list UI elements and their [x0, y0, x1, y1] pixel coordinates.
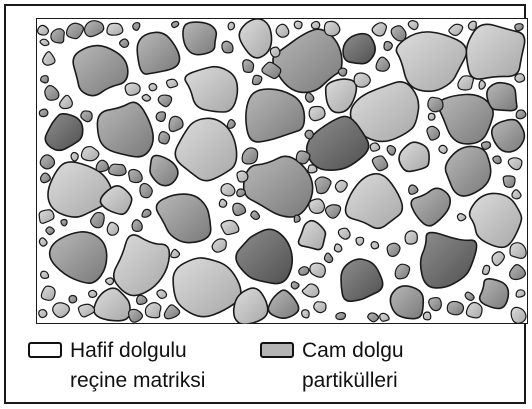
small-filler-particle-128: [228, 22, 234, 30]
small-filler-particle-139: [252, 75, 261, 84]
small-filler-particle-157: [479, 80, 485, 89]
small-filler-particle-171: [41, 173, 51, 183]
large-filler-particle-40: [390, 286, 423, 319]
legend-item-resin-matrix: Hafif dolgulu reçine matriksi: [28, 336, 205, 396]
small-filler-particle-125: [356, 237, 364, 245]
small-filler-particle-80: [503, 176, 515, 187]
small-filler-particle-145: [41, 76, 49, 83]
small-filler-particle-158: [302, 310, 310, 318]
small-filler-particle-179: [71, 152, 78, 161]
small-filler-particle-63: [145, 303, 160, 318]
small-filler-particle-53: [221, 220, 239, 234]
small-filler-particle-82: [309, 199, 325, 214]
legend-label-filler: Cam dolgu partikülleri: [302, 336, 404, 396]
small-filler-particle-62: [510, 243, 526, 259]
small-filler-particle-109: [96, 160, 108, 171]
small-filler-particle-141: [133, 23, 140, 31]
small-filler-particle-159: [493, 156, 501, 164]
small-filler-particle-133: [46, 227, 54, 235]
small-filler-particle-51: [243, 60, 254, 73]
legend-label-filler-line2: partikülleri: [302, 366, 404, 396]
small-filler-particle-176: [515, 24, 523, 31]
small-filler-particle-98: [324, 21, 339, 36]
small-filler-particle-56: [405, 231, 417, 244]
small-filler-particle-167: [89, 290, 97, 297]
small-filler-particle-175: [227, 120, 235, 129]
small-filler-particle-118: [334, 244, 341, 252]
small-filler-particle-164: [308, 165, 317, 173]
legend-item-glass-filler: Cam dolgu partikülleri: [260, 336, 404, 396]
small-filler-particle-155: [516, 290, 525, 297]
large-filler-particle-21: [466, 24, 524, 79]
small-filler-particle-121: [336, 313, 346, 320]
legend-swatch-matrix: [28, 342, 62, 358]
small-filler-particle-106: [159, 132, 170, 144]
small-filler-particle-148: [39, 310, 47, 318]
small-filler-particle-153: [120, 39, 129, 47]
small-filler-particle-91: [40, 155, 54, 169]
small-filler-particle-154: [515, 74, 525, 83]
small-filler-particle-81: [107, 222, 118, 235]
small-filler-particle-165: [516, 110, 526, 119]
figure-frame: Hafif dolgulu reçine matriksi Cam dolgu …: [4, 4, 526, 404]
small-filler-particle-134: [41, 271, 49, 278]
small-filler-particle-95: [309, 107, 325, 121]
small-filler-particle-114: [69, 296, 77, 303]
small-filler-particle-137: [457, 214, 465, 221]
small-filler-particle-86: [296, 151, 310, 164]
small-filler-particle-151: [61, 219, 67, 225]
legend-swatch-filler: [260, 342, 294, 358]
small-filler-particle-87: [222, 41, 233, 53]
small-filler-particle-140: [142, 209, 151, 217]
small-filler-particle-68: [109, 164, 126, 175]
small-filler-particle-149: [291, 282, 299, 289]
small-filler-particle-147: [409, 185, 418, 194]
small-filler-particle-160: [311, 21, 319, 28]
small-filler-particle-127: [270, 47, 280, 57]
glass-filler-particles: [38, 19, 527, 324]
small-filler-particle-152: [305, 130, 313, 139]
small-filler-particle-130: [167, 79, 178, 87]
large-filler-particle-36: [183, 22, 216, 55]
small-filler-particle-178: [481, 142, 490, 150]
small-filler-particle-77: [428, 97, 443, 111]
small-filler-particle-170: [237, 189, 246, 197]
small-filler-particle-85: [354, 73, 370, 87]
small-filler-particle-103: [237, 171, 248, 182]
small-filler-particle-166: [38, 25, 49, 35]
legend-label-matrix-line2: reçine matriksi: [70, 366, 205, 396]
small-filler-particle-45: [51, 29, 64, 43]
small-filler-particle-173: [428, 113, 435, 120]
small-filler-particle-138: [299, 267, 309, 275]
legend-label-filler-line1: Cam dolgu: [302, 336, 404, 366]
small-filler-particle-48: [314, 302, 326, 313]
large-filler-particle-34: [487, 83, 517, 111]
small-filler-particle-117: [294, 21, 302, 29]
small-filler-particle-129: [371, 242, 378, 249]
small-filler-particle-136: [483, 265, 490, 274]
small-filler-particle-156: [423, 312, 430, 320]
legend-label-matrix: Hafif dolgulu reçine matriksi: [70, 336, 205, 396]
small-filler-particle-115: [384, 41, 392, 50]
small-filler-particle-89: [276, 24, 289, 37]
small-filler-particle-122: [338, 68, 346, 76]
small-filler-particle-142: [294, 215, 300, 222]
small-filler-particle-46: [447, 301, 463, 314]
microstructure-svg: [36, 18, 528, 324]
small-filler-particle-112: [156, 112, 165, 122]
small-filler-particle-177: [219, 199, 226, 207]
small-filler-particle-161: [370, 143, 379, 151]
small-filler-particle-72: [125, 83, 140, 95]
small-filler-particle-57: [107, 23, 123, 35]
small-filler-particle-124: [149, 84, 157, 91]
small-filler-particle-116: [39, 109, 48, 117]
legend-label-matrix-line1: Hafif dolgulu: [70, 336, 205, 366]
large-filler-particle-29: [480, 279, 509, 309]
small-filler-particle-131: [439, 145, 447, 153]
composite-microstructure-diagram: [36, 18, 528, 324]
small-filler-particle-119: [468, 21, 476, 30]
